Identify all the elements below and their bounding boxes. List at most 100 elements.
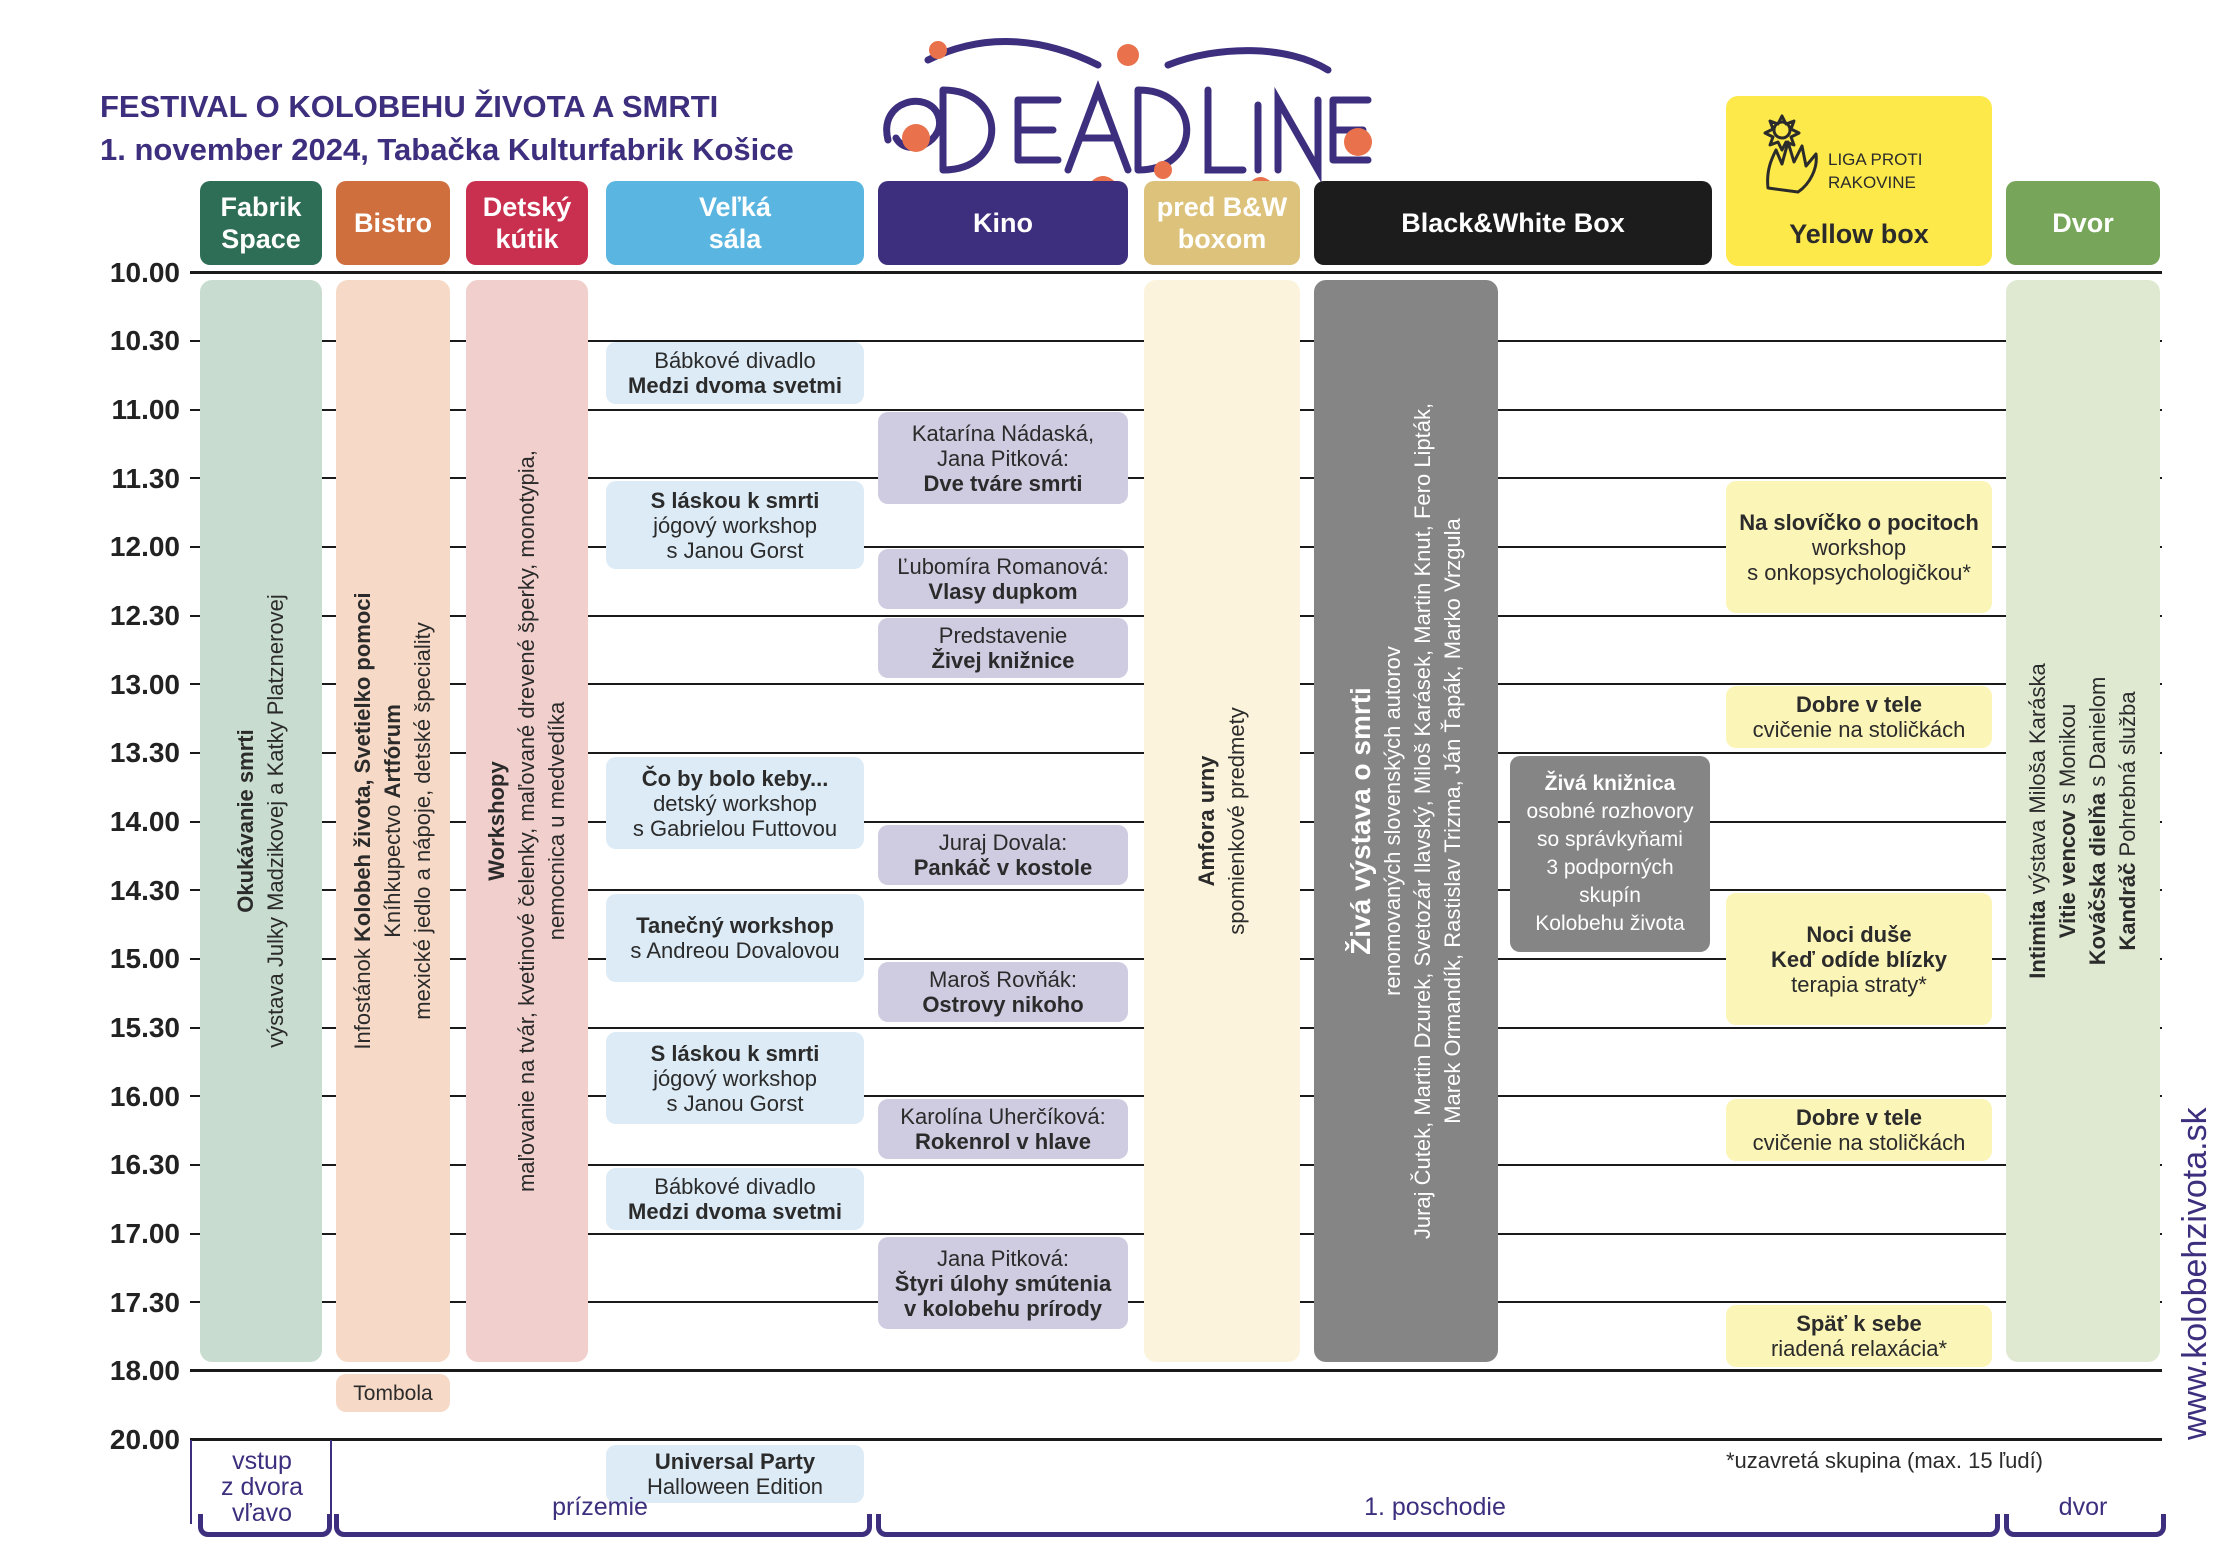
event-line-bold: S láskou k smrti bbox=[650, 487, 820, 513]
page-subtitle: 1. november 2024, Tabačka Kulturfabrik K… bbox=[100, 132, 794, 167]
venue-fabrik-space: Fabrik Space bbox=[200, 181, 322, 265]
daffodil-hand-icon bbox=[1763, 114, 1818, 194]
predbw-title: Amfora urny bbox=[1194, 755, 1219, 887]
event-styri-ulohy-smutenia: Jana Pitková: Štyri úlohy smútenia v kol… bbox=[878, 1237, 1128, 1329]
bracket-first bbox=[876, 1514, 2000, 1537]
event-line-bold: Dobre v tele bbox=[1796, 692, 1922, 717]
event-line-bold: Medzi dvoma svetmi bbox=[628, 373, 842, 398]
venue-kino: Kino bbox=[878, 181, 1128, 265]
event-line-bold: Dobre v tele bbox=[1796, 1105, 1922, 1130]
event-line-bold: Medzi dvoma svetmi bbox=[628, 1199, 842, 1224]
event-ziva-kniznica: Živá knižnica osobné rozhovory so správk… bbox=[1510, 756, 1710, 952]
detsky-line2: nemocnica u medvedíka bbox=[544, 701, 569, 941]
venue-velka-sala: Veľká sála bbox=[606, 181, 864, 265]
time-label: 12.00 bbox=[109, 531, 180, 562]
fabrik-text: výstava Julky Madzikovej a Katky Platzne… bbox=[263, 594, 288, 1048]
dvor-l1a: Intimita bbox=[2025, 894, 2050, 979]
bistro-column bbox=[336, 280, 450, 1362]
predbw-column bbox=[1144, 280, 1300, 1362]
event-co-by-bolo-keby: Čo by bolo keby... detský workshop s Gab… bbox=[606, 757, 864, 849]
time-label: 14.00 bbox=[109, 806, 180, 837]
venue-detsky-kutik: Detský kútik bbox=[466, 181, 588, 265]
bistro-line3: mexické jedlo a nápoje, detské špecialit… bbox=[410, 622, 435, 1020]
event-line-bold: Živej knižnice bbox=[931, 648, 1075, 673]
time-label: 16.00 bbox=[109, 1081, 180, 1112]
event-line: riadená relaxácia* bbox=[1770, 1336, 1948, 1361]
dvor-l3b: s Danielom bbox=[2085, 676, 2110, 793]
dvor-l4b: Pohrebná služba bbox=[2115, 691, 2140, 863]
time-label: 18.00 bbox=[109, 1355, 180, 1386]
predbw-text: spomienkové predmety bbox=[1224, 707, 1249, 935]
time-label: 17.30 bbox=[109, 1287, 180, 1318]
floor-ground-label: prízemie bbox=[552, 1493, 648, 1521]
fabrik-column bbox=[200, 280, 322, 1362]
event-tanecny-workshop: Tanečný workshop s Andreou Dovalovou bbox=[606, 894, 864, 982]
dvor-l3a: Kováčska dielňa bbox=[2085, 792, 2110, 966]
website-link[interactable]: www.kolobehzivota.sk bbox=[2176, 1107, 2214, 1440]
dvor-l4a: Kandráč bbox=[2115, 862, 2140, 951]
bwbox-names1: Juraj Čutek, Martin Dzurek, Svetozár Ila… bbox=[1410, 402, 1435, 1240]
time-label: 15.30 bbox=[109, 1012, 180, 1043]
event-line-bold: Späť k sebe bbox=[1796, 1311, 1922, 1336]
event-noci-duse: Noci duše Keď odíde blízky terapia strat… bbox=[1726, 893, 1992, 1025]
event-babkove-divadlo-1: Bábkové divadlo Medzi dvoma svetmi bbox=[606, 342, 864, 404]
detsky-title: Workshopy bbox=[484, 761, 509, 881]
event-line: Halloween Edition bbox=[646, 1474, 824, 1499]
event-line: s Andreou Dovalovou bbox=[630, 938, 840, 963]
event-line-bold: Štyri úlohy smútenia bbox=[894, 1270, 1112, 1296]
time-label: 13.30 bbox=[109, 737, 180, 768]
event-line: 3 podporných bbox=[1546, 856, 1674, 879]
event-line: jógový workshop bbox=[653, 1065, 817, 1091]
time-label: 17.00 bbox=[109, 1218, 180, 1249]
venue-yellow-box: Yellow box bbox=[1789, 219, 1929, 249]
detsky-column-text: Workshopy maľovanie na tvár, kvetinové č… bbox=[472, 331, 582, 1311]
dvor-column-text: Intimita výstava Miloša Karáska Vitie ve… bbox=[2013, 331, 2153, 1311]
event-babkove-divadlo-2: Bábkové divadlo Medzi dvoma svetmi bbox=[606, 1168, 864, 1230]
event-s-laskou-k-smrti-1: S láskou k smrti jógový workshop s Janou… bbox=[606, 481, 864, 569]
grid-line bbox=[190, 271, 2162, 274]
event-line: s onkopsychologičkou* bbox=[1747, 559, 1971, 585]
page-title: FESTIVAL O KOLOBEHU ŽIVOTA A SMRTI bbox=[100, 89, 719, 124]
time-label: 16.30 bbox=[109, 1149, 180, 1180]
bracket-entry bbox=[198, 1514, 332, 1537]
event-dobre-v-tele-2: Dobre v tele cvičenie na stoličkách bbox=[1726, 1099, 1992, 1161]
detsky-column bbox=[466, 280, 588, 1362]
time-label: 14.30 bbox=[109, 875, 180, 906]
dvor-l1b: výstava Miloša Karáska bbox=[2025, 663, 2050, 895]
event-line-bold: Ostrovy nikoho bbox=[922, 992, 1084, 1017]
grid-line bbox=[190, 1369, 2162, 1372]
bwbox-column-text: Živá výstava o smrti renomovaných sloven… bbox=[1336, 331, 1476, 1311]
venue-pred-bw-boxom: pred B&W boxom bbox=[1144, 181, 1300, 265]
detsky-line1: maľovanie na tvár, kvetinové čelenky, ma… bbox=[514, 449, 539, 1193]
event-ostrovy-nikoho: Maroš Rovňák: Ostrovy nikoho bbox=[878, 962, 1128, 1022]
event-line: Ľubomíra Romanová: bbox=[897, 554, 1109, 579]
event-line: Karolína Uherčíková: bbox=[900, 1104, 1106, 1129]
event-vlasy-dupkom: Ľubomíra Romanová: Vlasy dupkom bbox=[878, 549, 1128, 609]
event-line-bold: Vlasy dupkom bbox=[928, 579, 1078, 604]
dvor-l2b: s Monikou bbox=[2055, 703, 2080, 811]
event-line-bold: Tanečný workshop bbox=[636, 913, 834, 938]
footnote: *uzavretá skupina (max. 15 ľudí) bbox=[1726, 1448, 2044, 1473]
bistro-column-text: Infostánok Kolobeh života, Svetielko pom… bbox=[338, 331, 448, 1311]
venue-bistro: Bistro bbox=[336, 181, 450, 265]
event-line-bold: Universal Party bbox=[654, 1449, 816, 1474]
sponsor-name-line1: LIGA PROTI bbox=[1828, 150, 1923, 169]
event-line: cvičenie na stoličkách bbox=[1752, 717, 1966, 742]
event-dve-tvare-smrti: Katarína Nádaská, Jana Pitková: Dve tvár… bbox=[878, 412, 1128, 504]
bwbox-column bbox=[1314, 280, 1498, 1362]
event-tombola-label: Tombola bbox=[353, 1381, 433, 1405]
bistro-line1b: Kolobeh života, Svetielko pomoci bbox=[350, 592, 375, 942]
event-line-bold: Čo by bolo keby... bbox=[641, 765, 829, 791]
fabrik-title: Okukávanie smrti bbox=[233, 729, 258, 913]
event-line: so správkyňami bbox=[1537, 828, 1683, 851]
event-line-bold: Rokenrol v hlave bbox=[914, 1129, 1092, 1154]
event-rokenrol-v-hlave: Karolína Uherčíková: Rokenrol v hlave bbox=[878, 1099, 1128, 1159]
event-line: Jana Pitková: bbox=[936, 445, 1070, 471]
event-line: detský workshop bbox=[653, 790, 817, 816]
event-line: Jana Pitková: bbox=[936, 1245, 1070, 1271]
dvor-l2a: Vitie vencov bbox=[2055, 810, 2080, 939]
event-dobre-v-tele-1: Dobre v tele cvičenie na stoličkách bbox=[1726, 686, 1992, 748]
event-line-bold: Živá knižnica bbox=[1544, 772, 1676, 795]
event-line: Katarína Nádaská, bbox=[911, 420, 1095, 446]
bistro-line1a: Infostánok bbox=[350, 942, 375, 1050]
